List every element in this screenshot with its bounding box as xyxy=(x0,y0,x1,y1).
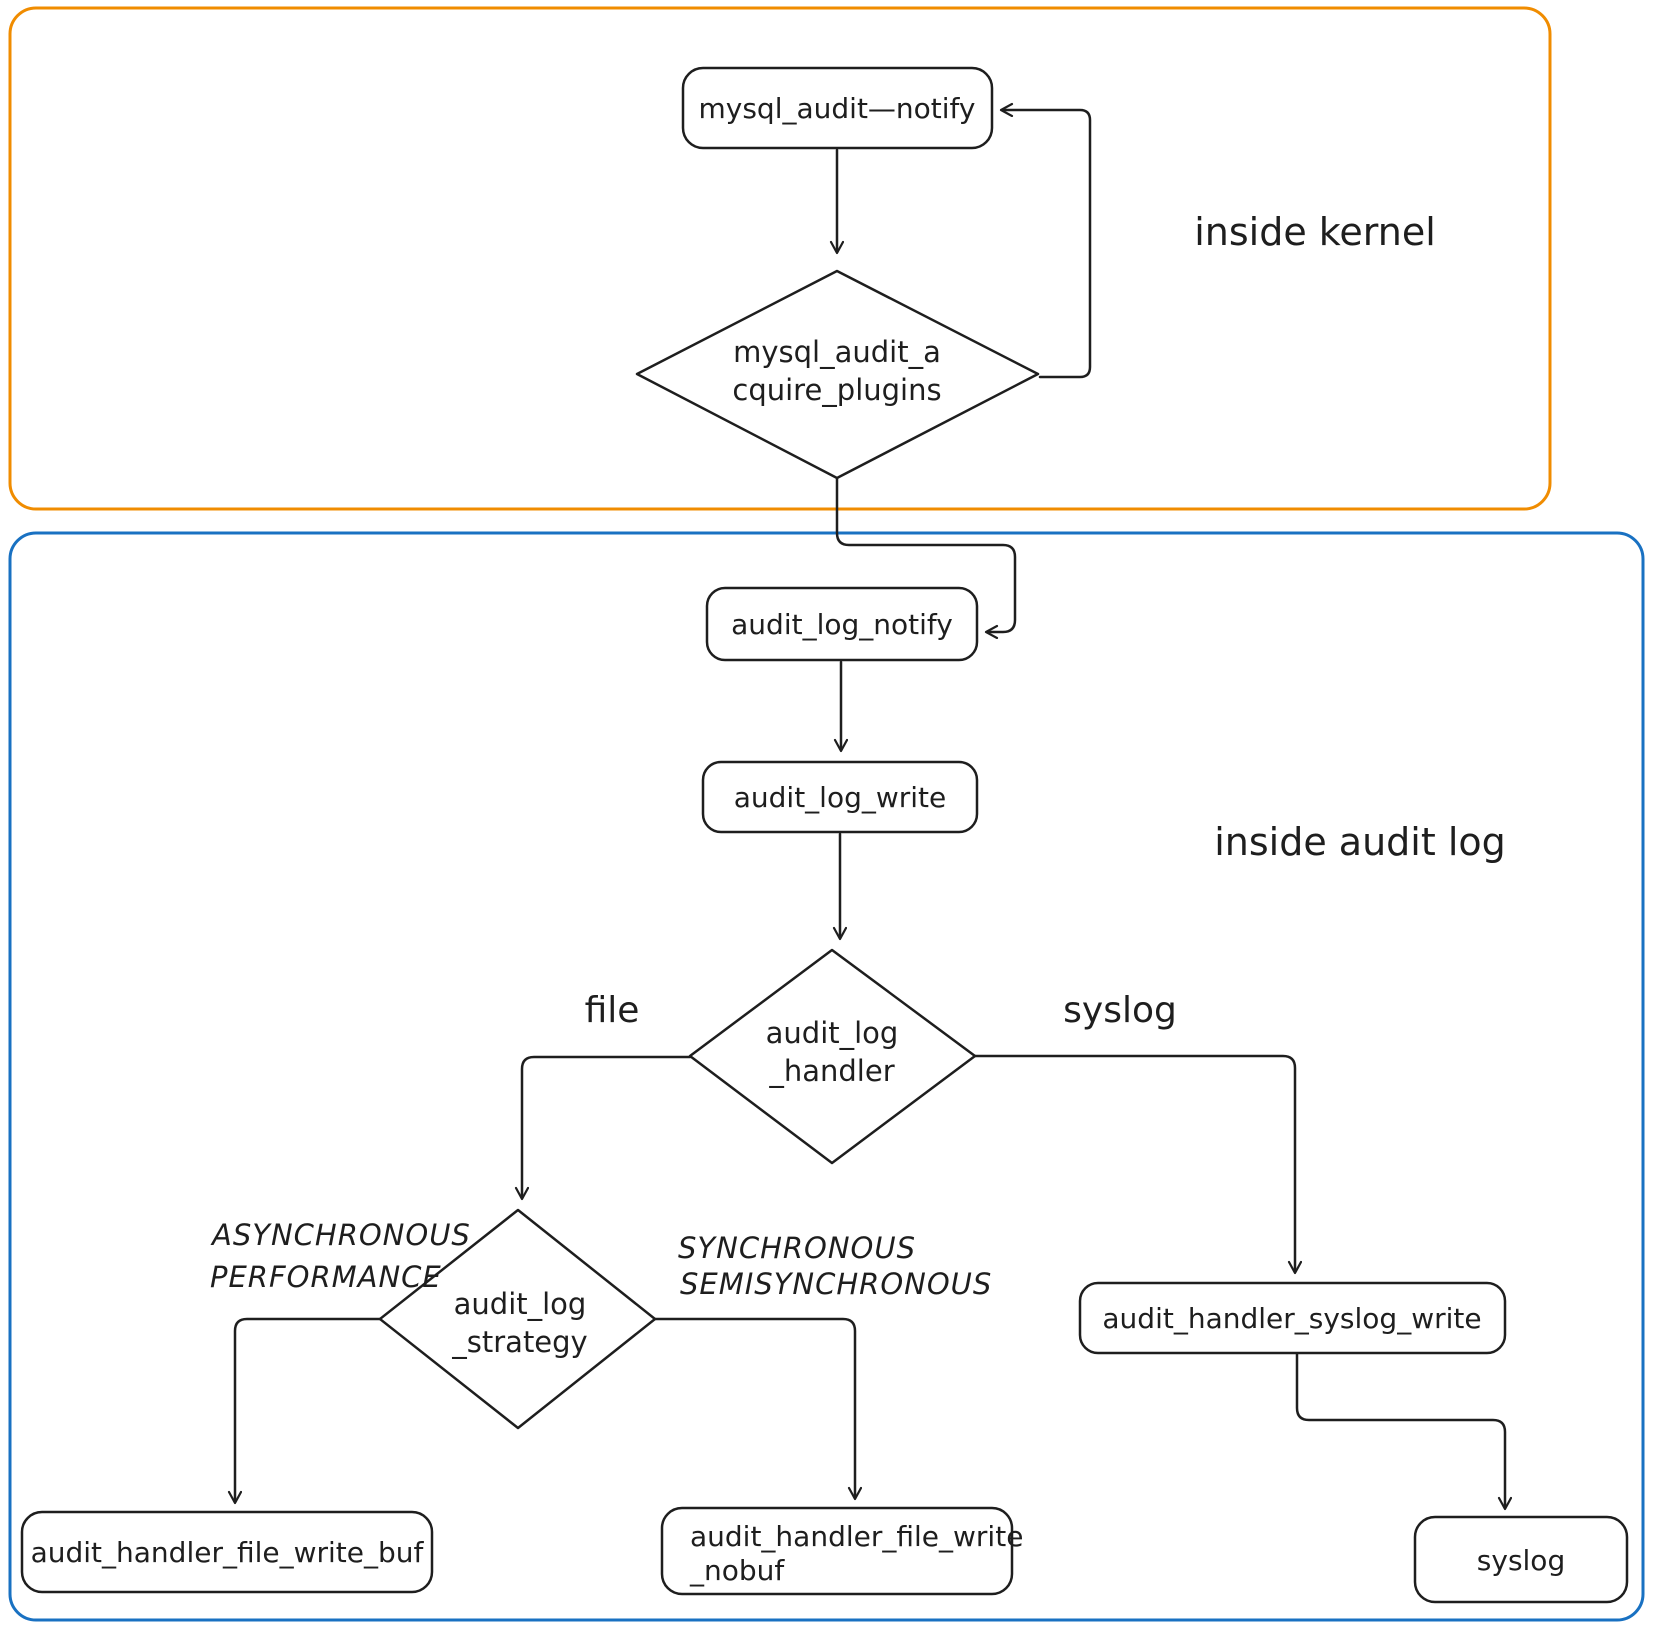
edge-label-performance: PERFORMANCE xyxy=(210,1260,442,1294)
edge-strategy-async-branch xyxy=(235,1317,382,1502)
node-audit-log-notify xyxy=(705,586,979,662)
edge-syslog-write-to-syslog xyxy=(1295,1352,1505,1508)
node-syslog-output-label: syslog xyxy=(1477,1544,1565,1577)
node-audit-log-handler xyxy=(688,948,977,1165)
node-mysql-audit-acquire-plugins-label-line1: mysql_audit_a xyxy=(733,335,941,369)
node-audit-handler-file-write-buf xyxy=(20,1510,434,1594)
node-audit-log-handler-label-line2: _handler xyxy=(768,1054,894,1088)
kernel-region-box xyxy=(8,6,1552,511)
node-mysql-audit-acquire-plugins-label-line2: cquire_plugins xyxy=(732,373,941,407)
node-mysql-audit-notify xyxy=(681,66,994,150)
node-audit-handler-file-write-nobuf xyxy=(660,1506,1014,1596)
audit-log-region-label: inside audit log xyxy=(1214,820,1506,864)
node-audit-handler-syslog-write-label: audit_handler_syslog_write xyxy=(1102,1302,1481,1335)
node-audit-handler-file-write-buf-label: audit_handler_file_write_buf xyxy=(31,1536,425,1569)
audit-log-region-box xyxy=(8,531,1645,1622)
edge-acquire-plugins-to-audit-log-notify xyxy=(835,476,1017,632)
edge-handler-syslog-branch xyxy=(973,1054,1295,1272)
node-audit-handler-syslog-write xyxy=(1078,1281,1507,1355)
edge-handler-file-branch xyxy=(522,1055,692,1198)
node-audit-log-write xyxy=(701,760,979,834)
node-audit-log-handler-label-line1: audit_log xyxy=(766,1016,899,1050)
edge-label-semisynchronous: SEMISYNCHRONOUS xyxy=(680,1267,992,1301)
edge-label-synchronous: SYNCHRONOUS xyxy=(678,1231,916,1265)
edge-label-asynchronous: ASYNCHRONOUS xyxy=(210,1218,471,1252)
edge-acquire-plugins-loop-to-notify xyxy=(1002,110,1092,379)
node-audit-log-notify-label: audit_log_notify xyxy=(731,608,953,641)
node-audit-log-strategy xyxy=(378,1208,657,1430)
node-audit-handler-file-write-nobuf-label-line2: _nobuf xyxy=(689,1554,785,1587)
node-mysql-audit-acquire-plugins xyxy=(635,269,1040,480)
edge-strategy-sync-branch xyxy=(653,1317,855,1498)
kernel-region-label: inside kernel xyxy=(1194,210,1436,254)
node-audit-log-strategy-label-line2: _strategy xyxy=(451,1325,587,1359)
edge-label-syslog: syslog xyxy=(1063,990,1177,1031)
node-audit-handler-file-write-nobuf-label-line1: audit_handler_file_write xyxy=(690,1520,1023,1553)
edge-label-file: file xyxy=(585,990,640,1031)
node-mysql-audit-notify-label: mysql_audit—notify xyxy=(699,92,976,125)
node-audit-log-strategy-label-line1: audit_log xyxy=(454,1287,587,1321)
node-audit-log-write-label: audit_log_write xyxy=(734,781,947,814)
node-syslog-output xyxy=(1413,1515,1629,1604)
